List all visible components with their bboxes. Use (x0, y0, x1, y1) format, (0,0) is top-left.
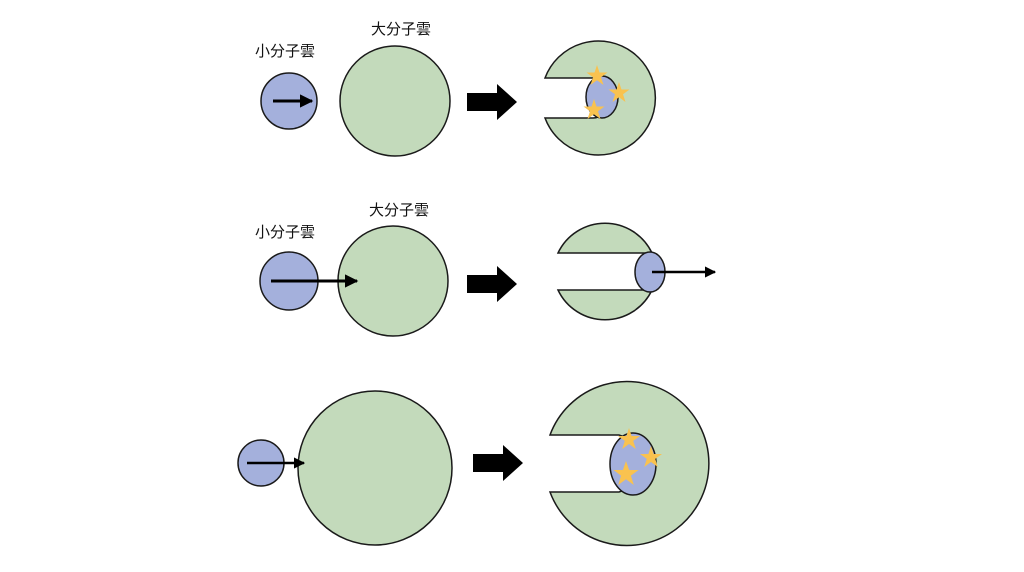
small-cloud-label: 小分子雲 (255, 42, 316, 60)
large-cloud-with-tunnel (556, 222, 654, 321)
row-2 (259, 222, 717, 337)
star-icon (618, 428, 640, 449)
large-cloud (297, 390, 453, 546)
large-cloud (339, 45, 451, 157)
transition-arrow (473, 445, 523, 481)
star-icon (608, 82, 630, 102)
small-cloud-label: 小分子雲 (255, 223, 316, 241)
large-cloud-label: 大分子雲 (369, 201, 430, 219)
star-icon (613, 461, 639, 485)
row-3 (237, 380, 710, 547)
star-icon (586, 65, 608, 85)
star-icon (583, 99, 605, 119)
transition-arrow (467, 84, 517, 120)
transition-arrow (467, 266, 517, 302)
row-1 (260, 40, 657, 157)
large-cloud-label: 大分子雲 (371, 20, 432, 38)
star-icon (640, 446, 662, 467)
